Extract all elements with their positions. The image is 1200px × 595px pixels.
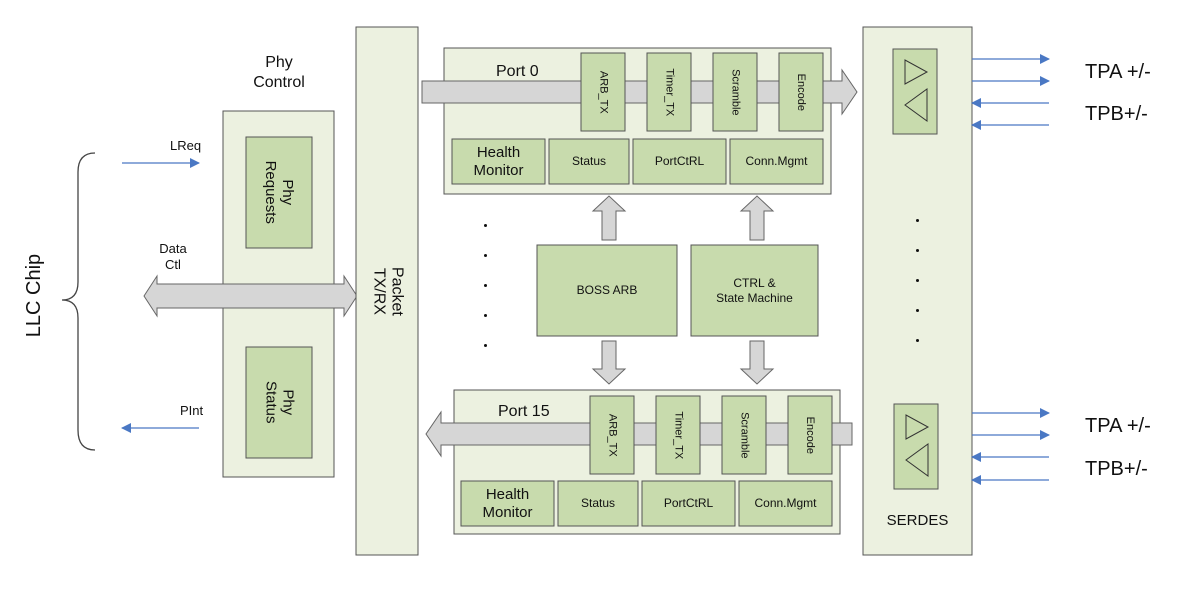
- port0-status-box: [548, 138, 630, 185]
- rx-triangle-icon: [905, 443, 929, 477]
- phy-requests-label: Phy Requests: [262, 160, 297, 225]
- pint-label: PInt: [180, 403, 204, 418]
- serdes-top-transceiver: [892, 48, 938, 135]
- port0-status-label: Status: [571, 154, 607, 168]
- ctrl-up-arrow: [739, 195, 775, 241]
- boss-arb-box: [536, 244, 678, 337]
- llc-chip-label: LLC Chip: [23, 253, 46, 337]
- serdes-label: SERDES: [886, 511, 949, 529]
- phy-status-box: [245, 346, 313, 459]
- port0-arb-box: [580, 52, 626, 132]
- port15-health-box: [460, 480, 555, 527]
- port15-portctrl-label: PortCtRL: [663, 496, 714, 510]
- port15-title: Port 15: [498, 403, 550, 420]
- port-ellipsis-dot: [484, 344, 487, 347]
- port0-scramble-label: Scramble: [729, 68, 742, 116]
- port15-health-label: Health Monitor: [482, 486, 533, 521]
- port15-conn-box: [738, 480, 833, 527]
- port0-title: Port 0: [496, 63, 539, 80]
- port15-encode-label: Encode: [804, 416, 817, 454]
- port15-status-box: [557, 480, 639, 527]
- port0-arb-label: ARB_TX: [597, 70, 610, 114]
- phy-requests-box: [245, 136, 313, 249]
- tpb-bottom-label: TPB+/-: [1085, 458, 1148, 480]
- port15-status-label: Status: [580, 496, 616, 510]
- serdes-ellipsis-dot: [916, 339, 919, 342]
- port0-timer-label: Timer_TX: [663, 68, 676, 116]
- ctrl-down-arrow: [739, 340, 775, 385]
- lreq-label: LReq: [170, 138, 202, 153]
- port15-scramble-box: [721, 395, 767, 475]
- tpb-top-label: TPB+/-: [1085, 103, 1148, 125]
- port0-health-label: Health Monitor: [473, 144, 524, 179]
- port-ellipsis-dot: [484, 224, 487, 227]
- port-ellipsis-dot: [484, 254, 487, 257]
- serdes-ellipsis-dot: [916, 219, 919, 222]
- port0-timer-box: [646, 52, 692, 132]
- ctrl-label: CTRL & State Machine: [716, 275, 793, 305]
- packet-txrx-label: Packet TX/RX: [370, 266, 406, 316]
- tpa-bottom-label: TPA +/-: [1085, 415, 1151, 437]
- boss-arb-label: BOSS ARB: [576, 283, 638, 297]
- data-ctl-label: Data Ctl: [159, 240, 187, 272]
- serdes-ellipsis-dot: [916, 249, 919, 252]
- port0-conn-box: [729, 138, 824, 185]
- phy-status-label: Phy Status: [262, 381, 297, 424]
- port15-portctrl-box: [641, 480, 736, 527]
- serdes-ellipsis-dot: [916, 279, 919, 282]
- port0-encode-label: Encode: [795, 73, 808, 111]
- port15-encode-box: [787, 395, 833, 475]
- port15-timer-label: Timer_TX: [672, 411, 685, 459]
- port0-portctrl-box: [632, 138, 727, 185]
- tpa-top-label: TPA +/-: [1085, 61, 1151, 83]
- port-ellipsis-dot: [484, 314, 487, 317]
- tx-triangle-icon: [904, 59, 929, 85]
- port0-scramble-box: [712, 52, 758, 132]
- port15-arb-box: [589, 395, 635, 475]
- serdes-bottom-transceiver: [893, 403, 939, 490]
- port0-portctrl-label: PortCtRL: [654, 154, 705, 168]
- port0-encode-box: [778, 52, 824, 132]
- tx-triangle-icon: [905, 414, 930, 440]
- port-ellipsis-dot: [484, 284, 487, 287]
- packet-txrx-bar: [355, 26, 419, 556]
- port15-timer-box: [655, 395, 701, 475]
- rx-triangle-icon: [904, 88, 928, 122]
- port0-health-box: [451, 138, 546, 185]
- port15-arb-label: ARB_TX: [606, 413, 619, 457]
- port15-scramble-label: Scramble: [738, 411, 751, 459]
- phy-control-title: Phy Control: [253, 54, 305, 91]
- serdes-ellipsis-dot: [916, 309, 919, 312]
- ctrl-box: [690, 244, 819, 337]
- port0-conn-label: Conn.Mgmt: [745, 154, 808, 168]
- boss-up-arrow: [591, 195, 627, 241]
- port15-conn-label: Conn.Mgmt: [754, 496, 817, 510]
- llc-brace: [61, 152, 96, 451]
- boss-down-arrow: [591, 340, 627, 385]
